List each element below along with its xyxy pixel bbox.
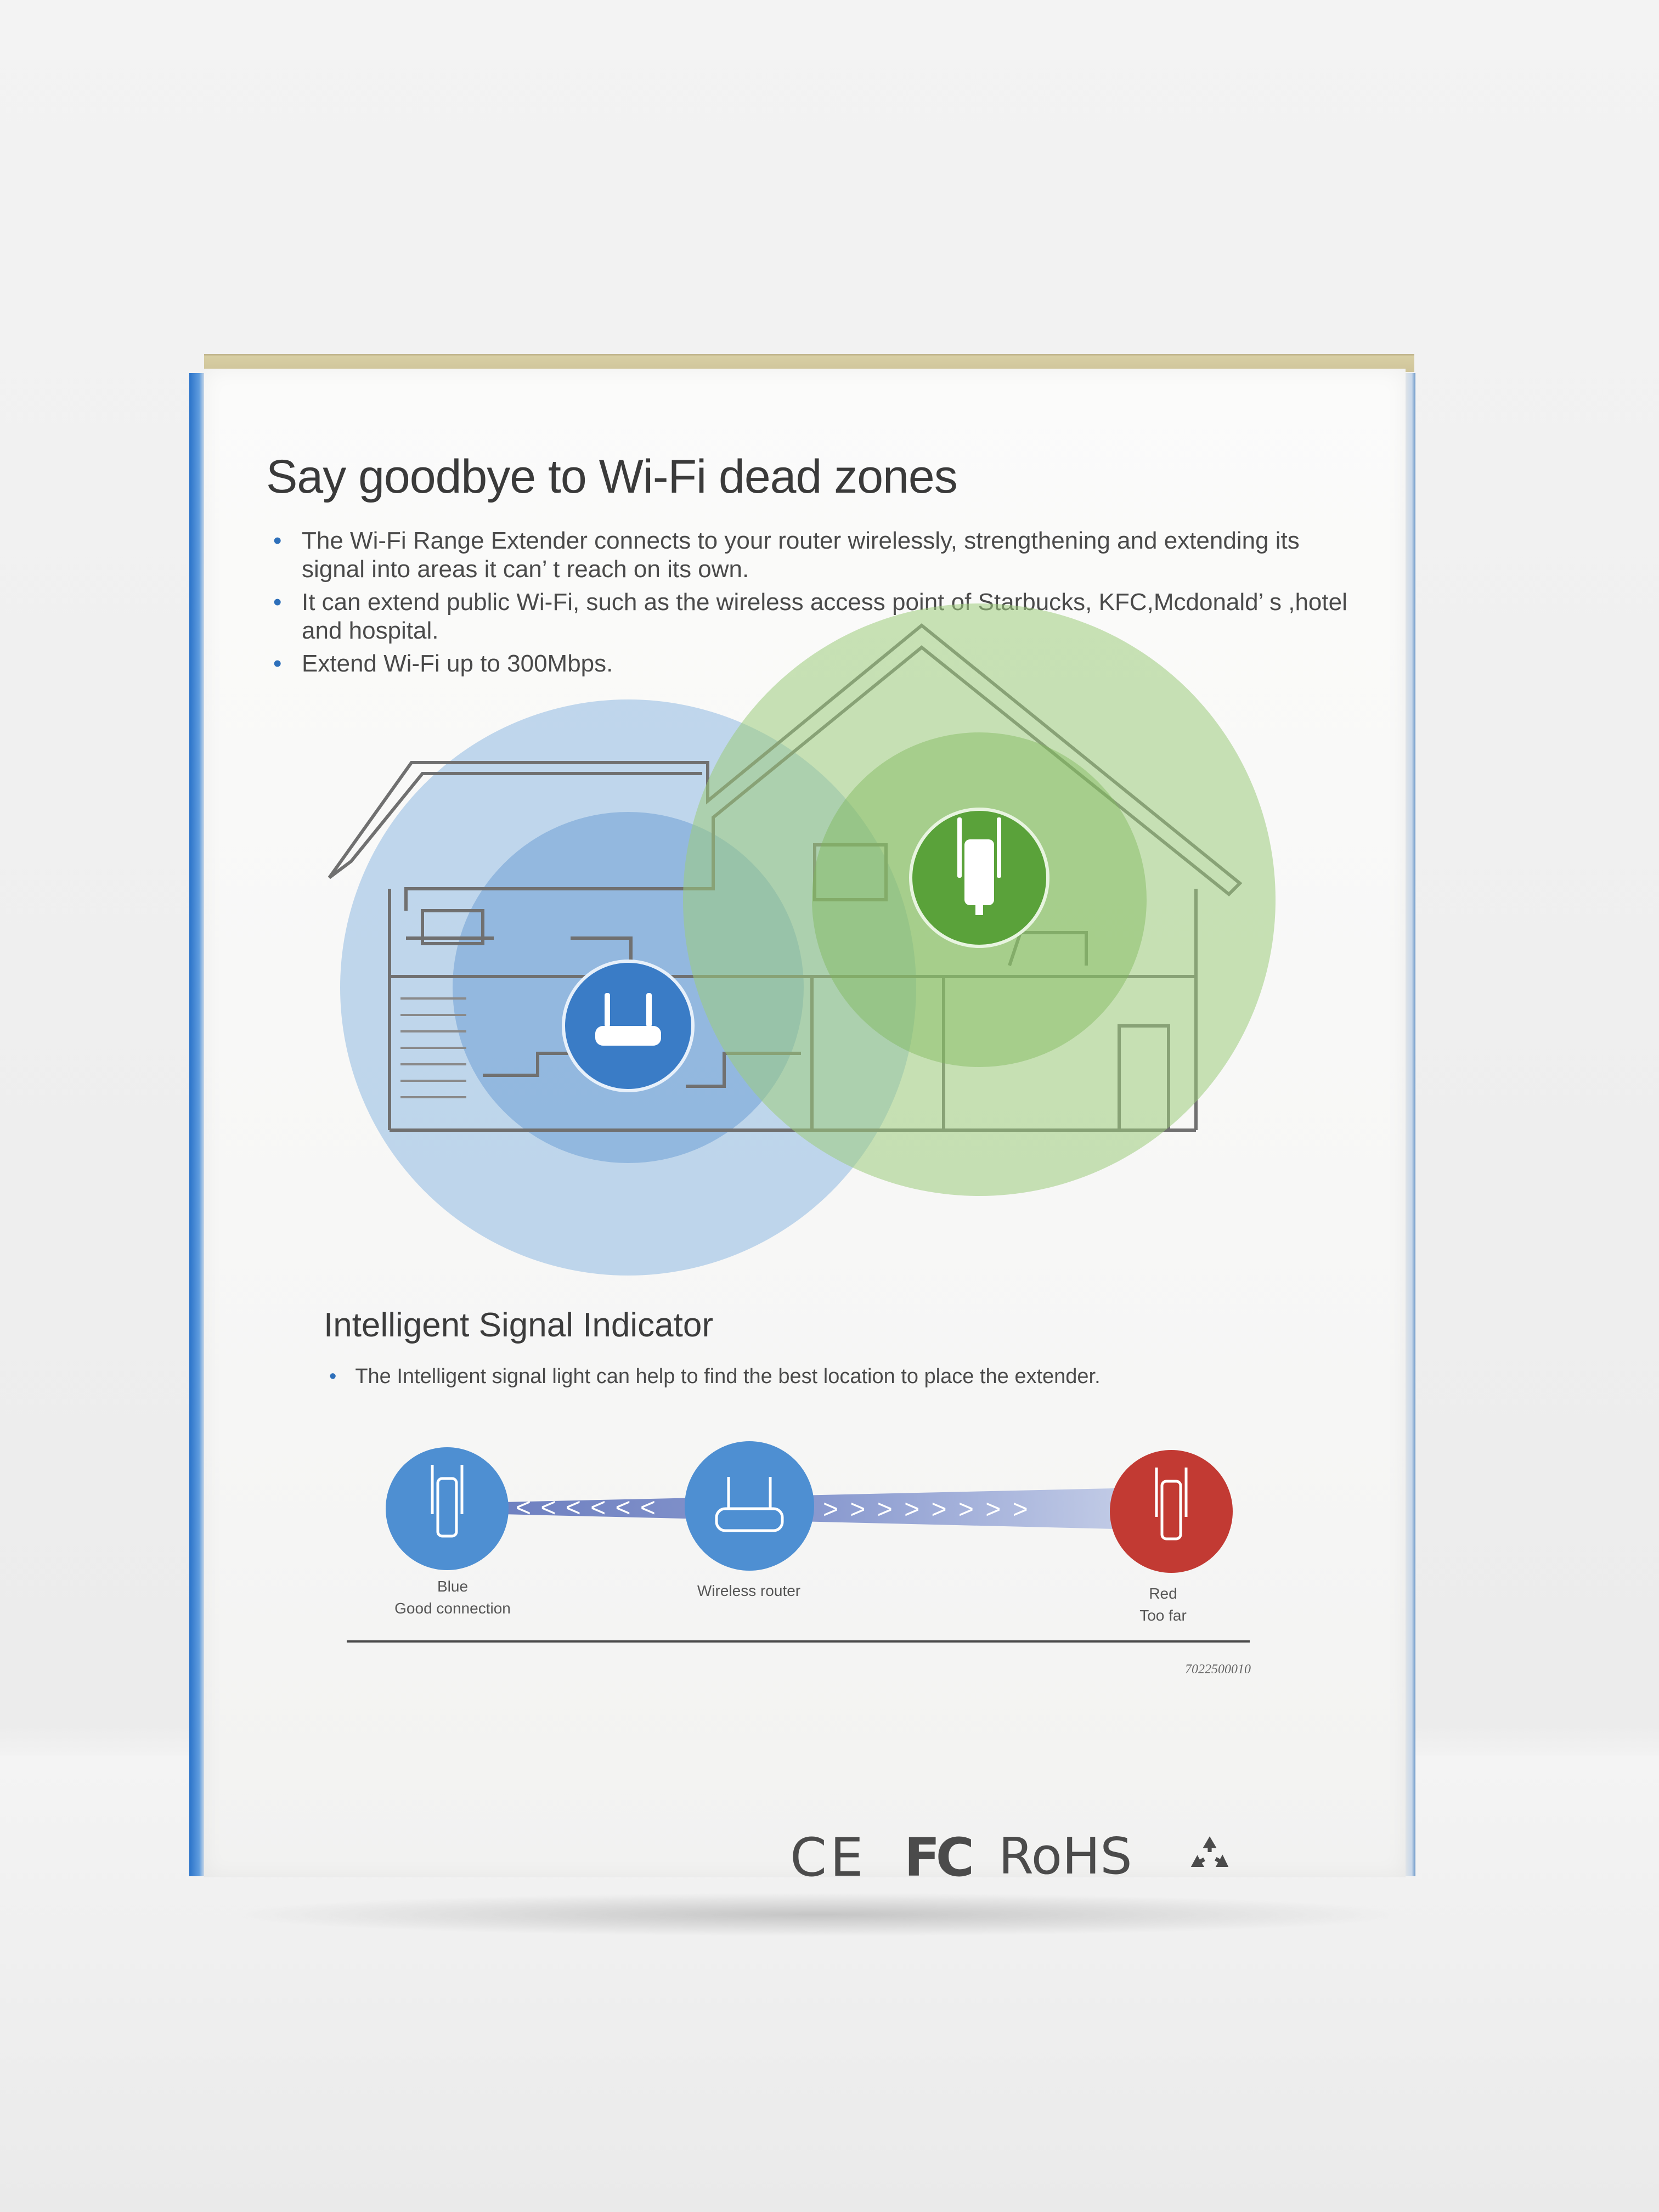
house-coverage-illustration (328, 603, 1276, 1276)
left-arrows: < < < < < < (516, 1493, 657, 1522)
feature-item: • Extend Wi-Fi up to 300Mbps. (269, 650, 1355, 678)
bullet-dot: • (273, 527, 282, 554)
feature-item: • It can extend public Wi-Fi, such as the… (269, 588, 1355, 645)
box-shadow (219, 1893, 1415, 1937)
rohs-mark: RoHS (998, 1827, 1132, 1886)
stairs (400, 997, 466, 1098)
box-right-edge (1403, 373, 1415, 1876)
blue-label-meaning: Good connection (394, 1600, 511, 1617)
ce-mark: CE (790, 1827, 867, 1888)
feature-text: The Wi-Fi Range Extender connects to you… (302, 527, 1300, 583)
divider-line (347, 1640, 1250, 1643)
bullet-dot: • (273, 589, 282, 616)
box-left-edge (189, 373, 206, 1876)
product-code: 7022500010 (1185, 1662, 1251, 1677)
certification-marks: CE FC RoHS (790, 1827, 1240, 1893)
blue-label-color: Blue (437, 1578, 469, 1595)
feature-list: • The Wi-Fi Range Extender connects to yo… (269, 527, 1355, 682)
fc-mark: FC (904, 1827, 974, 1888)
blue-indicator-label: Blue Good connection (384, 1576, 521, 1620)
signal-indicator-text: The Intelligent signal light can help to… (355, 1365, 1101, 1388)
blue-extender-indicator-icon (386, 1447, 509, 1570)
section-title-signal-indicator: Intelligent Signal Indicator (324, 1306, 714, 1344)
feature-text: Extend Wi-Fi up to 300Mbps. (302, 650, 613, 677)
headline: Say goodbye to Wi-Fi dead zones (266, 450, 958, 503)
router-icon (562, 960, 695, 1092)
bullet-dot: • (329, 1365, 337, 1388)
feature-item: • The Wi-Fi Range Extender connects to yo… (269, 527, 1355, 584)
wireless-router-indicator-icon (685, 1441, 814, 1571)
red-label-color: Red (1149, 1585, 1177, 1602)
right-arrows: > > > > > > > > (823, 1495, 1030, 1524)
red-indicator-label: Red Too far (1108, 1583, 1218, 1627)
extender-icon (909, 808, 1049, 948)
signal-indicator-description: • The Intelligent signal light can help t… (329, 1365, 1101, 1389)
feature-text: It can extend public Wi-Fi, such as the … (302, 589, 1347, 644)
red-label-meaning: Too far (1139, 1607, 1187, 1624)
red-extender-indicator-icon (1110, 1450, 1233, 1573)
recycle-icon (1190, 1836, 1229, 1867)
signal-indicator-diagram: < < < < < < > > > > > > > > (386, 1441, 1233, 1573)
signal-beam (455, 1487, 1185, 1531)
router-indicator-label: Wireless router (697, 1582, 801, 1599)
bullet-dot: • (273, 650, 282, 677)
